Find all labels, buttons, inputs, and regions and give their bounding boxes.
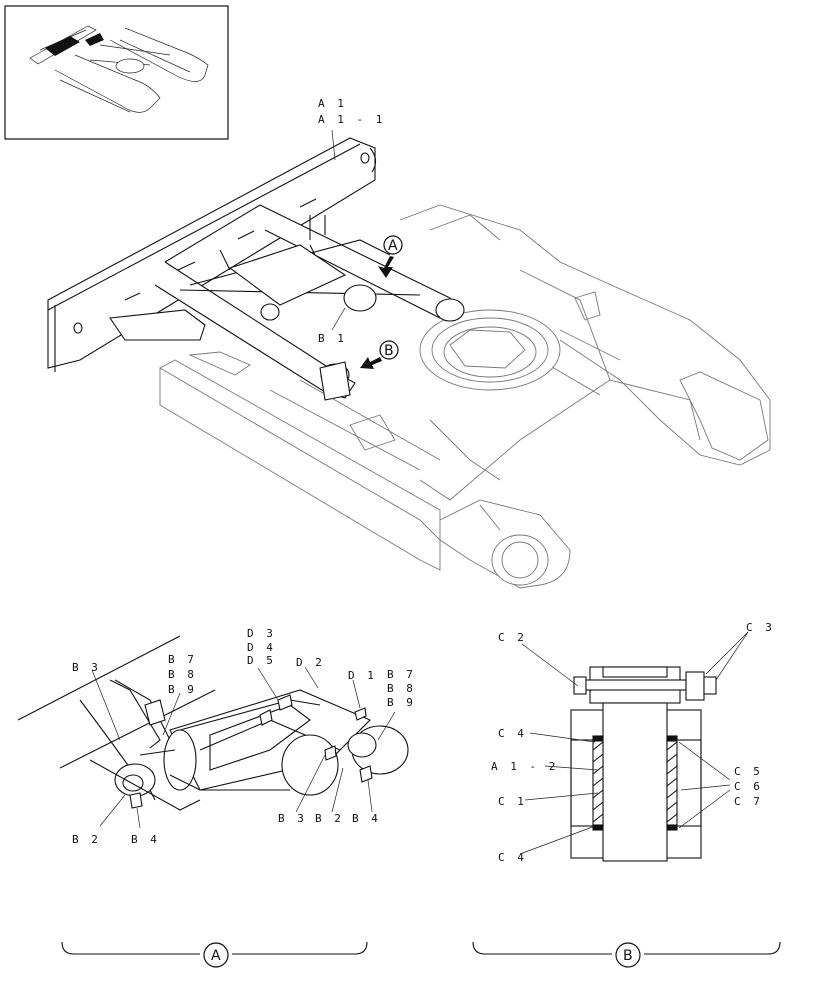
label-b8-left: B 8 [168,668,197,681]
detail-a-caption: A [211,948,221,964]
label-d1: D 1 [348,669,377,682]
label-b2-right: B 2 [315,812,344,825]
overview-thumbnail[interactable] [4,5,229,140]
detail-a-marker-label: A [388,238,398,254]
label-c5: C 5 [734,765,763,778]
detail-a-drawing: B 3 B 7 B 8 B 9 D 3 D 4 D 5 D 2 D 1 B 7 … [17,627,416,968]
callout-a1-1: A 1 - 1 [318,113,385,126]
label-c4-top: C 4 [498,727,527,740]
label-a1-2: A 1 - 2 [491,760,558,773]
label-b2-left: B 2 [72,833,101,846]
label-b3-left: B 3 [72,661,101,674]
detail-b-drawing: C 2 C 3 C 4 A 1 - 2 C 1 C 4 C 5 C 6 C 7 … [472,621,781,968]
label-d3: D 3 [247,627,276,640]
label-c3: C 3 [746,621,775,634]
label-c4-bottom: C 4 [498,851,527,864]
callout-a1: A 1 [318,97,347,110]
label-c7: C 7 [734,795,763,808]
label-b4-left: B 4 [131,833,160,846]
label-b7-left: B 7 [168,653,197,666]
detail-b-marker-label: B [384,343,394,359]
detail-b-marker[interactable]: B [360,340,399,369]
label-c6: C 6 [734,780,763,793]
detail-b-caption-bracket: B [472,941,781,968]
label-b4-right: B 4 [352,812,381,825]
label-b3-right: B 3 [278,812,307,825]
detail-a-marker[interactable]: A [378,235,403,278]
main-assembly-drawing: A 1 A 1 - 1 B 1 A B [47,97,771,589]
label-d2: D 2 [296,656,325,669]
label-b7-right: B 7 [387,668,416,681]
label-b9-left: B 9 [168,683,197,696]
label-d5: D 5 [247,654,276,667]
label-c2: C 2 [498,631,527,644]
label-c1: C 1 [498,795,527,808]
label-b8-right: B 8 [387,682,416,695]
label-b9-right: B 9 [387,696,416,709]
callout-b1: B 1 [318,332,347,345]
detail-b-caption: B [623,948,633,964]
label-d4: D 4 [247,641,276,654]
detail-a-caption-bracket: A [61,941,368,968]
